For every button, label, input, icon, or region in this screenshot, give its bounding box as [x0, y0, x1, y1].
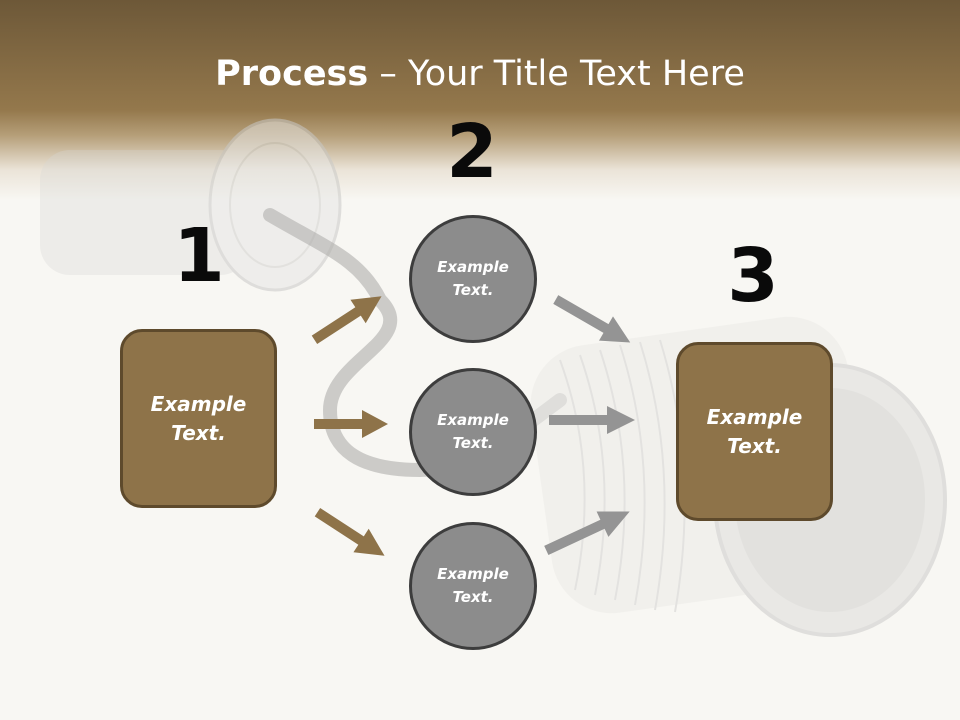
step-3-number: 3	[727, 233, 779, 319]
arrows-step1-to-step2	[311, 296, 388, 556]
step-3-box: Example Text.	[676, 342, 833, 521]
step-2-circle-middle: Example Text.	[409, 368, 537, 496]
step-2-circle-bottom: Example Text.	[409, 522, 537, 650]
arrow-right-down-icon	[314, 508, 385, 556]
step-2-circle-top: Example Text.	[409, 215, 537, 343]
circle-top-text: Example Text.	[437, 258, 509, 299]
circle-middle-text: Example Text.	[437, 411, 509, 452]
step-3-text: Example Text.	[706, 404, 803, 458]
header-band	[0, 0, 960, 200]
title-rest: – Your Title Text Here	[368, 54, 745, 94]
arrows-step2-to-step3	[544, 295, 635, 555]
step-2-number: 2	[446, 109, 498, 195]
circle-bottom-text: Example Text.	[437, 565, 509, 606]
title-bold: Process	[215, 54, 369, 94]
arrow-right-icon	[314, 410, 388, 438]
arrow-right-up-icon	[544, 511, 630, 555]
step-1-text: Example Text.	[150, 391, 247, 445]
arrow-right-down-icon	[553, 295, 631, 343]
arrow-right-icon	[549, 406, 635, 434]
slide-title: Process – Your Title Text Here	[0, 52, 960, 96]
step-1-box: Example Text.	[120, 329, 277, 508]
arrow-right-up-icon	[311, 296, 382, 344]
step-1-number: 1	[173, 213, 225, 299]
